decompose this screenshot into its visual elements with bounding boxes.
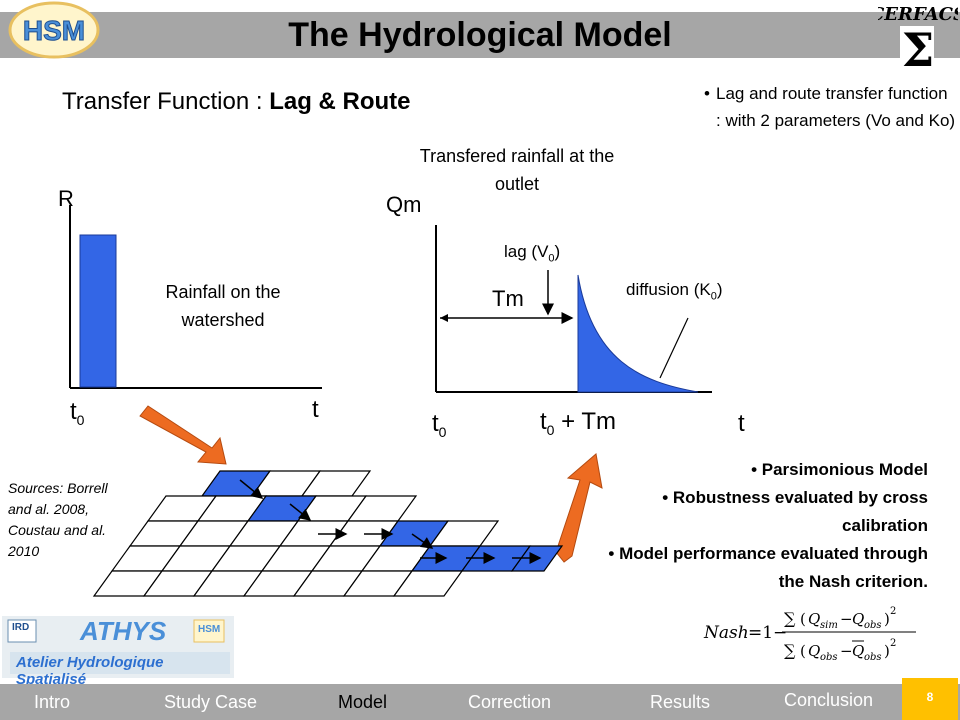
transfer-function-prefix: Transfer Function :: [62, 88, 270, 115]
svg-text:Nash: Nash: [703, 623, 749, 643]
svg-text:Σ: Σ: [902, 23, 935, 74]
flow-arrows: [239, 479, 542, 564]
bullet-item: • Robustness evaluated by cross calibrat…: [662, 488, 928, 535]
cerfacs-logo: CERFACS Σ: [878, 0, 958, 74]
svg-text:Q: Q: [808, 642, 820, 660]
diffusion-label: diffusion (K0): [626, 280, 723, 303]
down-orange-arrow: [139, 405, 227, 465]
bullet-dot: •: [704, 84, 710, 103]
transfer-function-heading: Transfer Function : Lag & Route: [62, 88, 411, 116]
title-bar: [0, 12, 960, 58]
svg-text:): ): [884, 642, 890, 660]
svg-text:CERFACS: CERFACS: [878, 4, 958, 25]
transfered-rainfall-caption: Transfered rainfall at the outlet: [419, 146, 615, 194]
svg-text:HSM: HSM: [23, 15, 85, 46]
svg-text:(: (: [800, 642, 806, 660]
svg-text:Q: Q: [808, 610, 820, 628]
athys-subtitle: Atelier Hydrologique Spatialisé: [16, 654, 164, 688]
svg-text:−: −: [840, 610, 853, 628]
nash-equation: Nash =1− ∑ ( Q sim − Q obs ) 2 ∑ ( Q obs…: [703, 606, 916, 663]
svg-text:obs: obs: [864, 652, 882, 663]
hsm-badge: HSM: [198, 624, 221, 635]
left-x-label: t: [312, 396, 319, 423]
svg-text:=1−: =1−: [748, 623, 787, 643]
diffusion-pointer: [659, 317, 689, 379]
svg-text:): ): [884, 610, 890, 628]
up-orange-arrow: [555, 453, 603, 563]
transfer-function-bold: Lag & Route: [269, 88, 411, 115]
svg-text:Q: Q: [852, 610, 864, 628]
svg-text:Q: Q: [852, 642, 864, 660]
right-x-label: t: [738, 410, 745, 437]
nav-model[interactable]: Model: [338, 692, 388, 712]
t0-plus-tm-label: t0 + Tm: [540, 408, 617, 438]
svg-text:(: (: [800, 610, 806, 628]
bullet-item: • Parsimonious Model: [751, 460, 928, 479]
lag-route-bullet-text: Lag and route transfer function : with 2…: [716, 84, 956, 130]
hsm-logo: HSM: [6, 0, 102, 60]
athys-title: ATHYS: [80, 616, 167, 646]
svg-text:2: 2: [890, 606, 896, 617]
nav-study-case[interactable]: Study Case: [164, 692, 258, 712]
nav-correction[interactable]: Correction: [468, 692, 552, 712]
bullet-item: • Model performance evaluated through th…: [608, 544, 928, 591]
lag-route-bullet: • Lag and route transfer function : with…: [704, 80, 956, 134]
svg-text:2: 2: [890, 638, 896, 649]
right-origin-label: t0: [432, 410, 447, 440]
page-number: 8: [926, 690, 934, 704]
page-number-badge: [902, 678, 958, 720]
tm-label: Tm: [492, 286, 524, 311]
svg-text:sim: sim: [820, 620, 838, 631]
nav-conclusion[interactable]: Conclusion: [784, 690, 874, 710]
ird-badge: IRD: [12, 622, 30, 633]
hydrograph-shape: [577, 274, 699, 393]
watershed-grid: [92, 470, 564, 597]
rainfall-bar: [79, 234, 117, 388]
bottom-nav: [0, 684, 960, 720]
page-title: The Hydrological Model: [288, 16, 672, 54]
svg-text:∑: ∑: [784, 609, 796, 628]
right-y-label: Qm: [386, 192, 422, 217]
lag-label: lag (V0): [504, 242, 561, 265]
athys-banner: IRD HSM ATHYS Atelier Hydrologique Spati…: [2, 616, 234, 688]
rainfall-caption: Rainfall on the watershed: [165, 282, 281, 330]
nav-intro[interactable]: Intro: [34, 692, 71, 712]
svg-text:obs: obs: [820, 652, 838, 663]
left-origin-label: t0: [70, 398, 85, 428]
nav-results[interactable]: Results: [650, 692, 711, 712]
left-y-label: R: [58, 186, 74, 211]
sources-note: Sources: Borrell and al. 2008, Coustau a…: [8, 480, 108, 559]
svg-text:obs: obs: [864, 620, 882, 631]
svg-text:−: −: [840, 642, 853, 660]
svg-text:∑: ∑: [784, 641, 796, 660]
model-bullets: • Parsimonious Model • Robustness evalua…: [600, 456, 928, 596]
